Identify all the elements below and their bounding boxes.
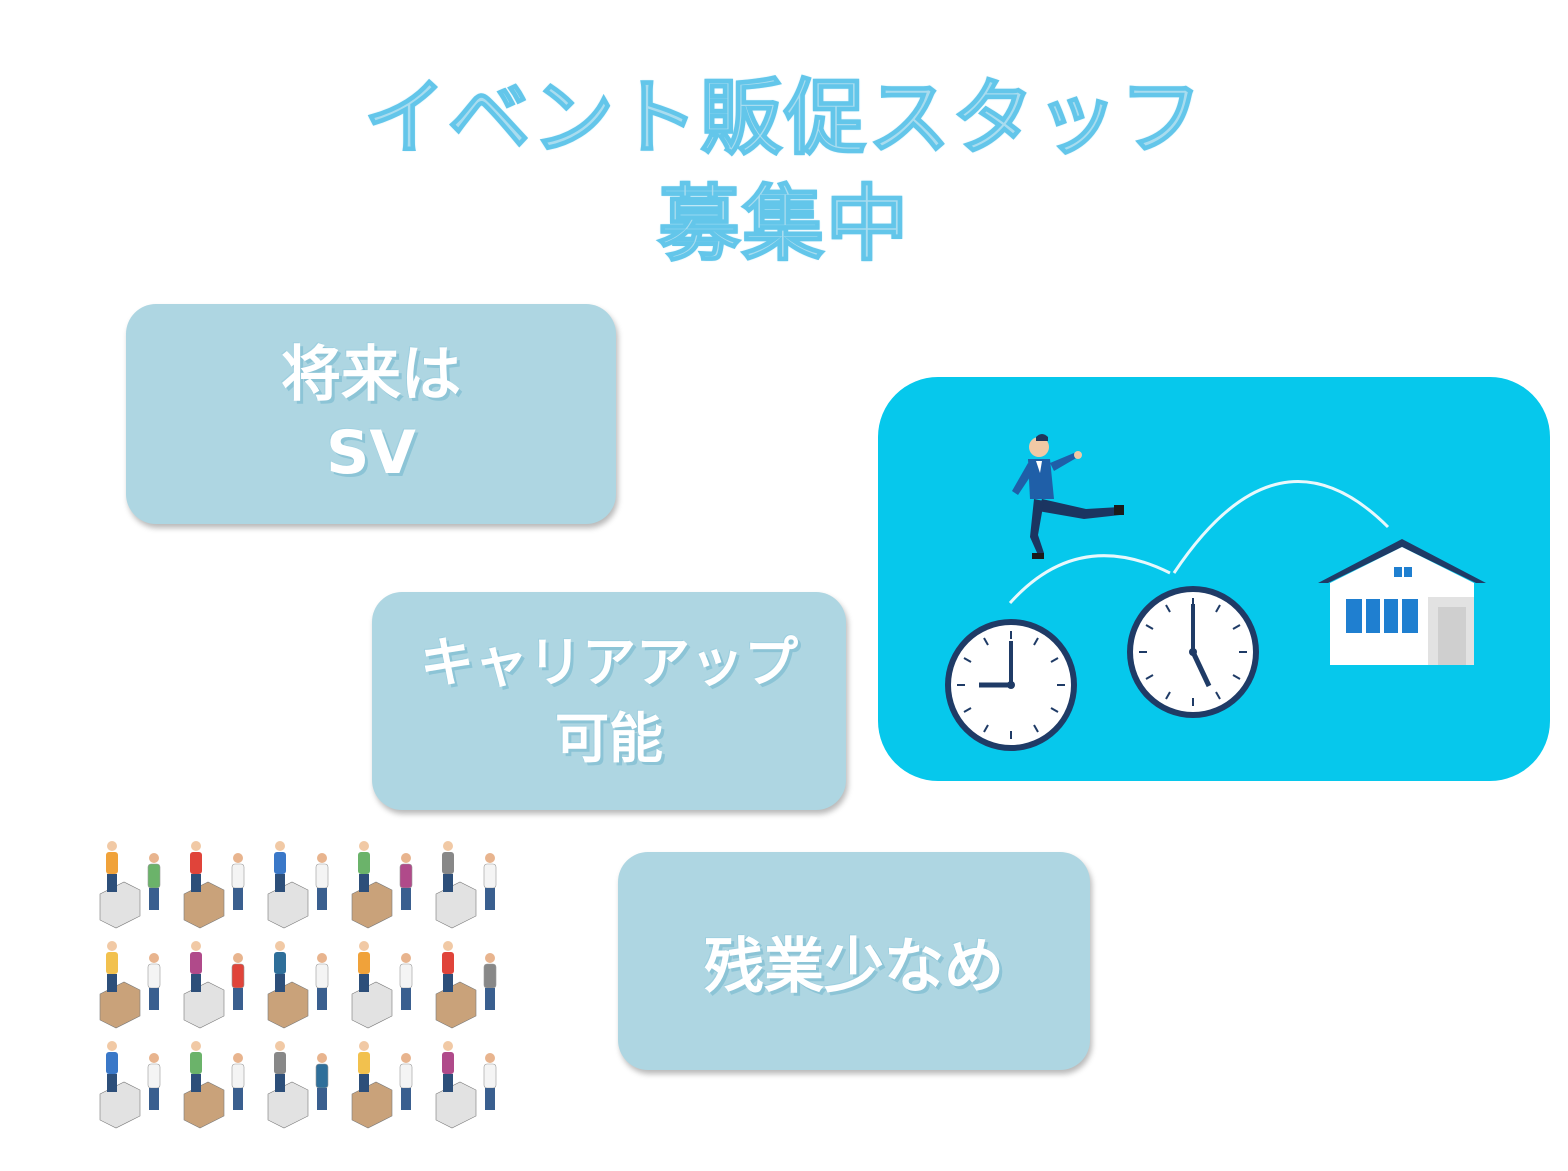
fitting-room-icon (99, 1041, 161, 1129)
commute-illustration (878, 377, 1550, 781)
display-window-icon (183, 1041, 245, 1129)
checkout-icon (435, 1041, 497, 1129)
wine-shelf-icon (267, 1041, 329, 1129)
cashier-icon (351, 941, 413, 1029)
store-clerk-icon (267, 841, 329, 929)
feature-card-text: 残業少なめ (704, 931, 1004, 1002)
clock-icon (945, 619, 1077, 751)
feature-card-text: キャリアアップ (420, 631, 798, 695)
kiosk-icon (435, 941, 497, 1029)
feature-card-text: SV (326, 418, 416, 488)
feature-card-career: キャリアアップ 可能 (372, 592, 846, 810)
cart-shopper-icon (351, 841, 413, 929)
shop-staff-icon (99, 841, 161, 929)
feature-card-sv: 将来は SV (126, 304, 616, 524)
shopper-icon (183, 841, 245, 929)
clock-icon (1127, 586, 1259, 718)
page-title-line1: イベント販促スタッフ (363, 71, 1204, 166)
shelf-icon (267, 941, 329, 1029)
page-title-line2: 募集中 (657, 177, 910, 272)
clothing-rack-icon (183, 941, 245, 1029)
retail-people-icons (90, 830, 510, 1145)
running-businessman-icon (1012, 434, 1124, 559)
feature-card-text: 将来は (281, 340, 461, 410)
house-icon (1318, 539, 1486, 665)
feature-card-overtime: 残業少なめ (618, 852, 1090, 1070)
feature-card-text: 可能 (555, 707, 663, 770)
robot-icon (99, 941, 161, 1029)
smart-mirror-icon (351, 1041, 413, 1129)
customer-service-icon (435, 841, 497, 929)
